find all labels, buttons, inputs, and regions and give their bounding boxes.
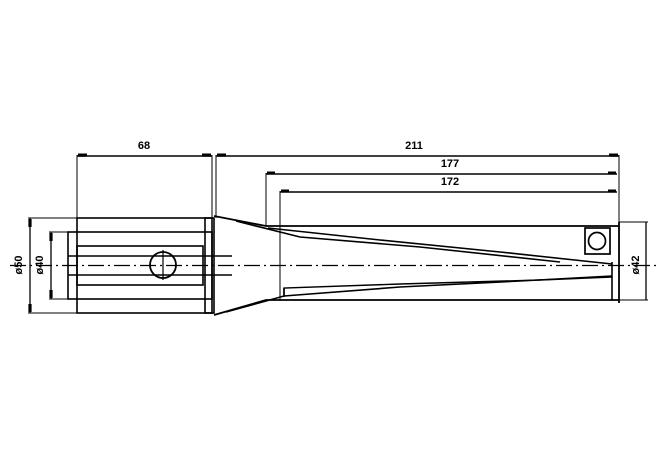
drill-body-group — [213, 215, 620, 316]
dim-label-177: 177 — [441, 158, 459, 170]
arrow-172-left — [281, 189, 289, 193]
arrow-dia50-bot — [28, 304, 32, 312]
insert-pocket-circle — [587, 231, 607, 251]
flute-line-upper-1 — [235, 220, 561, 263]
dimension-211-group: 211 — [215, 140, 620, 300]
dimension-68-group: 68 — [76, 140, 213, 305]
arrow-211-left — [217, 153, 226, 157]
arrow-dia40-bot — [49, 290, 53, 298]
body-lower-outline — [213, 299, 619, 316]
dimension-177-group: 177 — [265, 158, 617, 226]
dim-label-172: 172 — [441, 176, 459, 188]
dim-label-211: 211 — [405, 140, 423, 152]
dimension-dia42-group: ø42 — [619, 221, 648, 301]
body-upper-outline — [213, 215, 619, 227]
dimension-172-group: 172 — [279, 176, 617, 300]
arrow-68-right — [202, 153, 211, 157]
arrow-177-left — [267, 171, 275, 175]
dim-label-68: 68 — [138, 140, 150, 152]
arrow-68-left — [78, 153, 87, 157]
flute-line-upper-2 — [267, 227, 613, 265]
arrow-211-right — [609, 153, 618, 157]
arrow-dia40-top — [49, 233, 53, 241]
arrow-177-right — [608, 171, 616, 175]
arrow-172-right — [608, 189, 616, 193]
flute-line-lower-2 — [283, 276, 613, 296]
insert-pocket-outline — [584, 227, 611, 255]
arrow-dia50-top — [28, 219, 32, 227]
